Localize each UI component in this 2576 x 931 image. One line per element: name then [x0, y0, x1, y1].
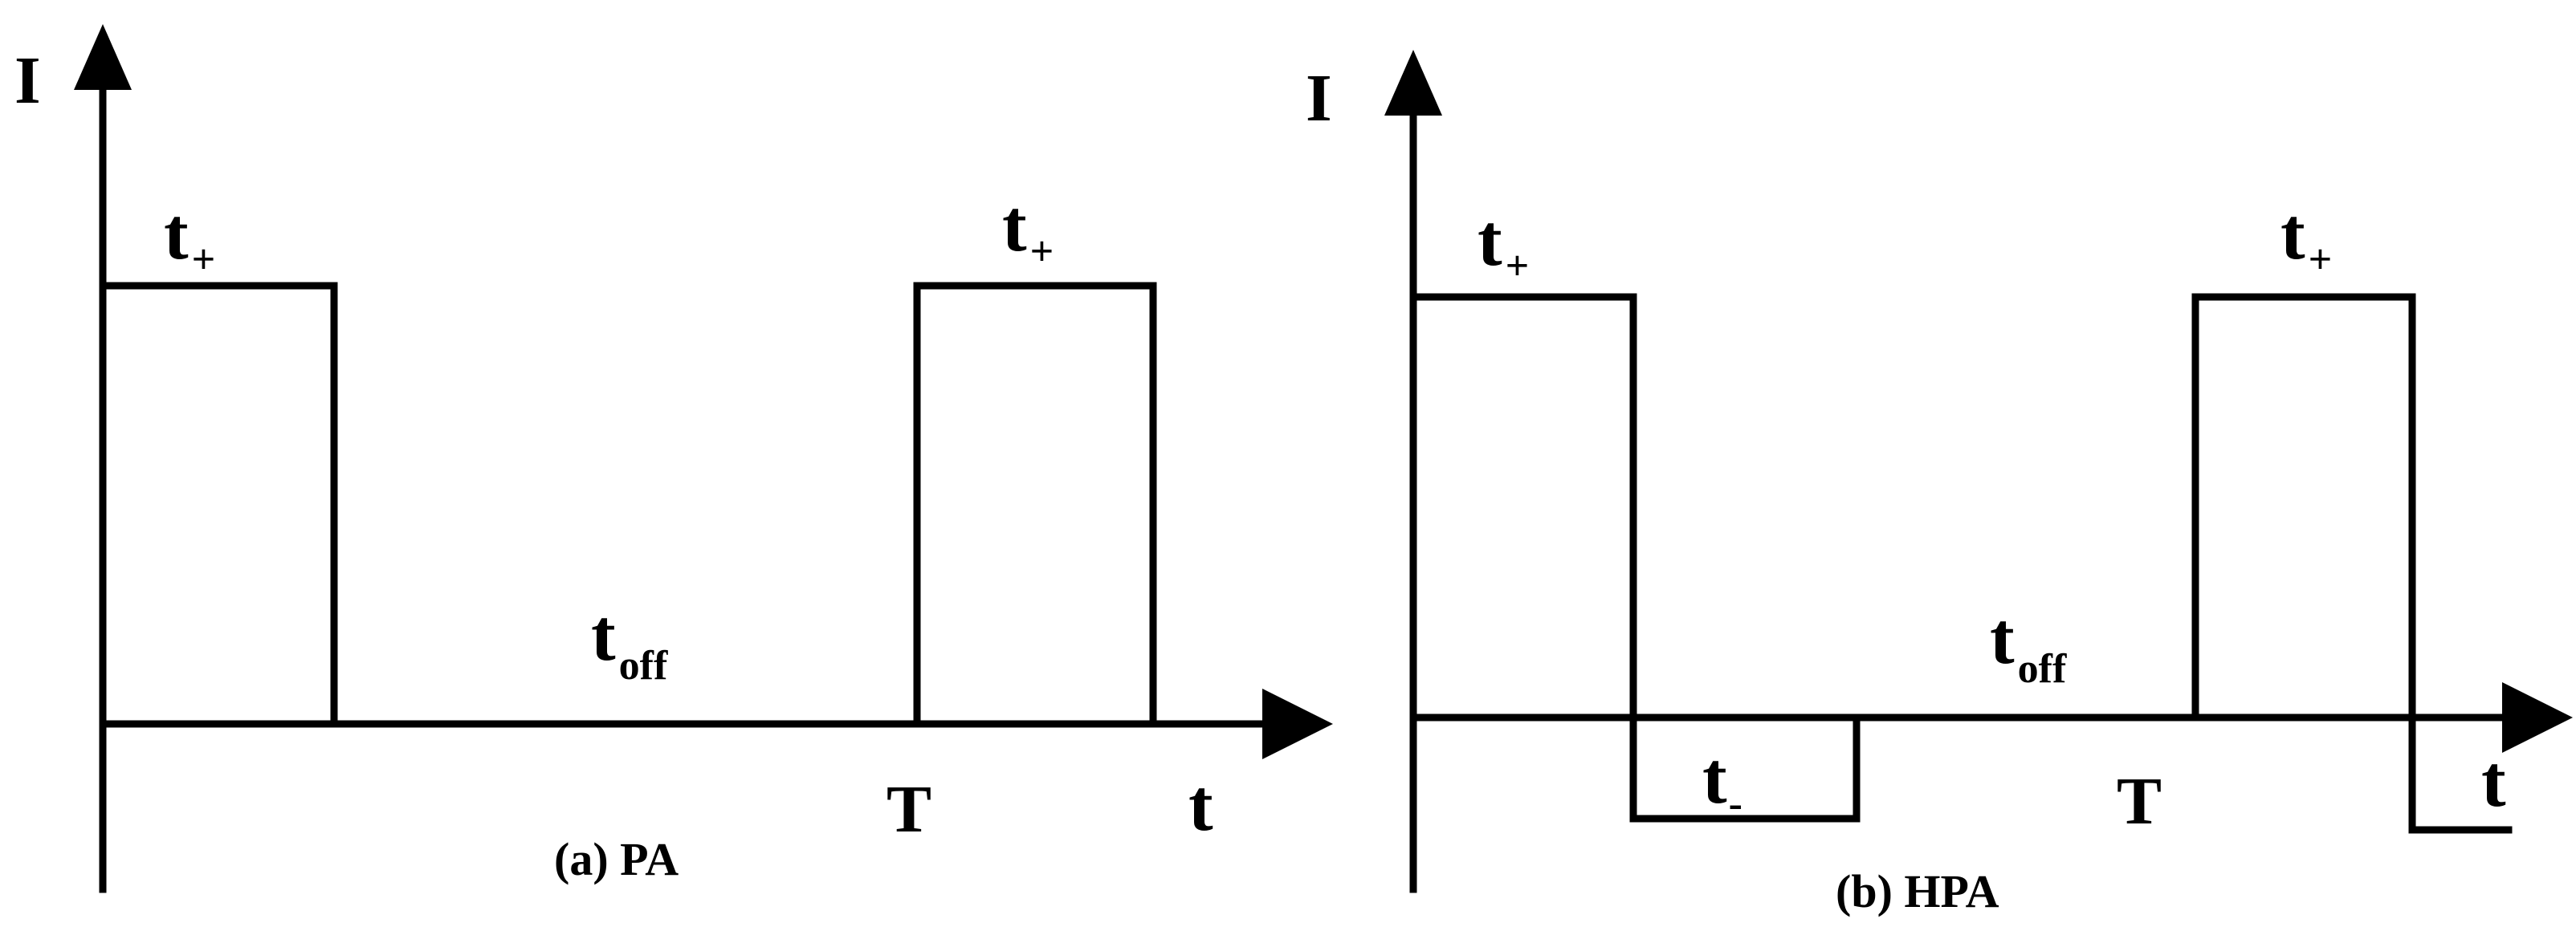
panel-a-pulse-1: [99, 282, 338, 728]
panel-a-pulse-2-label: t+: [1002, 185, 1054, 274]
panel-b-x-axis-arrow: [2502, 682, 2573, 753]
panel-b-pulse-2-label: t+: [2280, 193, 2332, 283]
panel-a-off-label: toff: [591, 594, 668, 689]
panel-a-x-axis-label: t: [1188, 764, 1213, 846]
panel-b-y-axis-arrow: [1384, 50, 1442, 116]
panel-b-negative-label: t-: [1702, 737, 1742, 827]
panel-b-pulse-2: [2191, 293, 2513, 834]
panel-b-period-label: T: [2117, 764, 2162, 839]
panel-a-x-axis-arrow: [1262, 689, 1333, 759]
panel-b-off-label: toff: [1990, 597, 2067, 692]
panel-b-waveform: [1409, 293, 1861, 823]
panel-b-caption: (b) HPA: [1836, 865, 1999, 917]
panel-a-pulse-1-label: t+: [164, 193, 215, 283]
panel-b-pulse-1-label: t+: [1478, 199, 1529, 289]
panel-a-caption: (a) PA: [554, 833, 679, 885]
panel-b-y-axis-label: I: [1306, 61, 1332, 136]
panel-a: I t+ t+ toff T t (a) PA: [14, 24, 1333, 893]
panel-a-period-label: T: [887, 772, 931, 847]
panel-a-pulse-2: [913, 282, 1157, 728]
panel-a-y-axis-arrow: [74, 24, 132, 90]
panel-b: I t+ t+ t- toff T t (b) HPA: [1306, 50, 2573, 917]
panel-b-x-axis-label: t: [2481, 740, 2506, 822]
panel-a-y-axis-label: I: [14, 43, 41, 118]
